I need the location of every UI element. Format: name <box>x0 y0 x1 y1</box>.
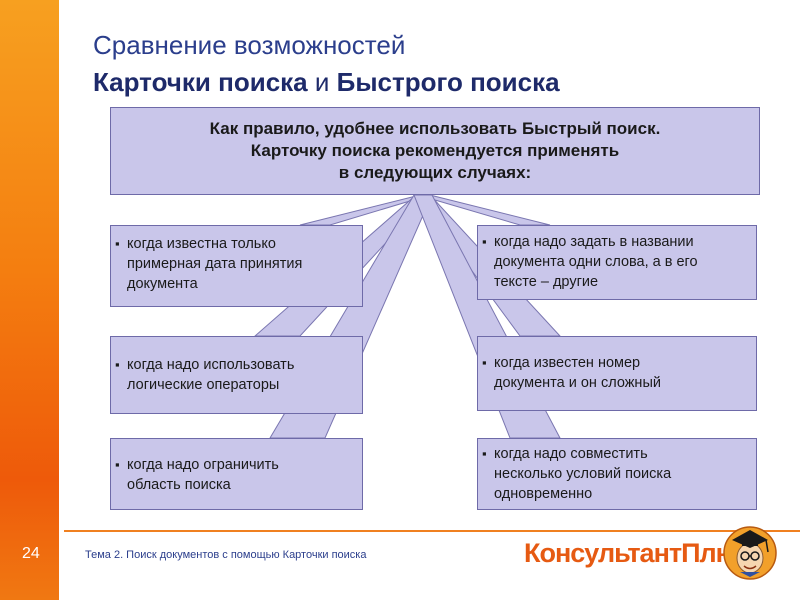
case-line: когда надо задать в названии <box>494 234 694 250</box>
case-line: когда известен номер <box>494 355 641 371</box>
case-line: примерная дата принятия <box>127 256 303 272</box>
case-line: документа одни слова, а в его <box>494 254 698 270</box>
case-line: несколько условий поиска <box>494 466 672 482</box>
title-part-quick: Быстрого поиска <box>336 67 560 97</box>
case-line: одновременно <box>494 486 593 502</box>
slide-title-line2: Карточки поиска и Быстрого поиска <box>93 67 560 98</box>
intro-line1: Как правило, удобнее использовать Быстры… <box>209 119 661 138</box>
footer-divider <box>64 530 800 532</box>
mascot-professor-icon <box>723 526 777 580</box>
case-box-left-2: ▪ когда надо использовать логические опе… <box>110 336 363 414</box>
bullet-icon: ▪ <box>482 234 487 249</box>
bullet-icon: ▪ <box>482 446 487 461</box>
intro-line2: Карточку поиска рекомендуется применять <box>250 141 620 160</box>
intro-line3: в следующих случаях: <box>338 163 532 182</box>
case-line: документа и он сложный <box>494 375 661 391</box>
case-line: когда надо совместить <box>494 446 648 462</box>
case-line: когда надо использовать <box>127 357 295 373</box>
page-number: 24 <box>22 545 40 562</box>
case-line: когда надо ограничить <box>127 457 279 473</box>
case-line: область поиска <box>127 477 231 493</box>
bullet-icon: ▪ <box>115 236 120 251</box>
slide-title-line1: Сравнение возможностей <box>93 30 406 60</box>
case-line: когда известна только <box>127 236 276 252</box>
case-box-right-2: ▪ когда известен номер документа и он сл… <box>477 336 757 411</box>
case-line: логические операторы <box>127 377 280 393</box>
case-box-left-3: ▪ когда надо ограничить область поиска <box>110 438 363 510</box>
case-line: документа <box>127 276 198 292</box>
title-part-and: и <box>307 67 337 97</box>
title-part-card: Карточки поиска <box>93 67 308 97</box>
bullet-icon: ▪ <box>482 355 487 370</box>
case-box-right-3: ▪ когда надо совместить несколько услови… <box>477 438 757 510</box>
bullet-icon: ▪ <box>115 457 120 472</box>
consultant-plus-logo: КонсультантПлюс <box>524 538 752 568</box>
case-box-left-1: ▪ когда известна только примерная дата п… <box>110 225 363 307</box>
bullet-icon: ▪ <box>115 357 120 372</box>
intro-box: Как правило, удобнее использовать Быстры… <box>110 107 760 195</box>
orange-sidebar <box>0 0 59 600</box>
case-box-right-1: ▪ когда надо задать в названии документа… <box>477 225 757 300</box>
case-line: тексте – другие <box>494 274 599 290</box>
footer-topic: Тема 2. Поиск документов с помощью Карто… <box>85 549 367 561</box>
